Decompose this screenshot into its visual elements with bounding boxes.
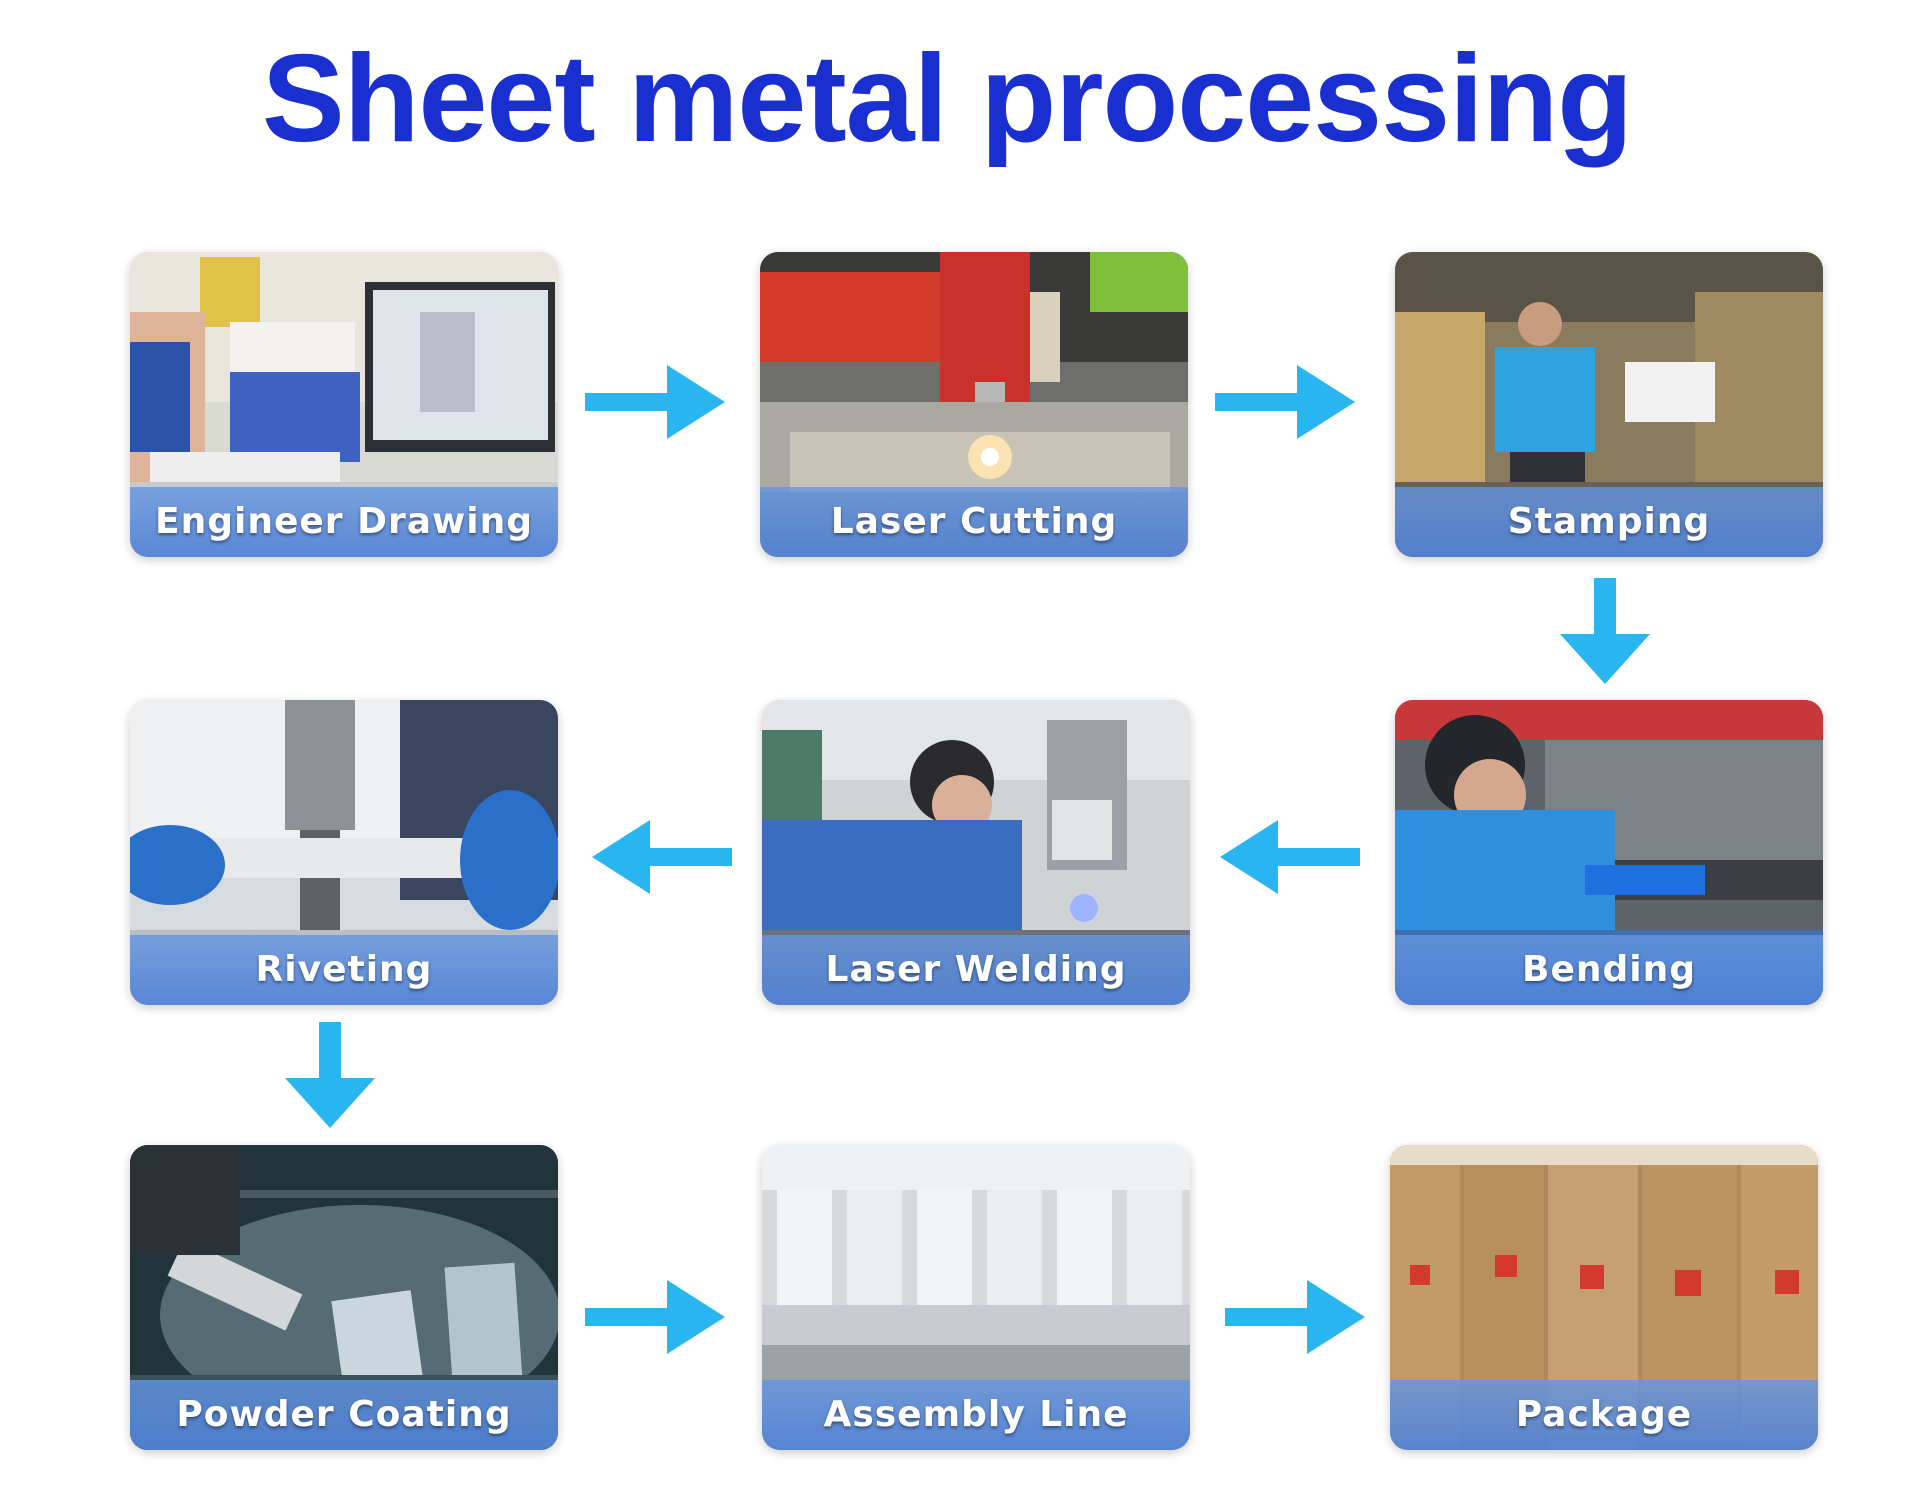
arrow-right-icon	[1215, 365, 1355, 439]
step-label: Laser Cutting	[830, 501, 1118, 542]
page-title: Sheet metal processing	[262, 30, 1633, 168]
caption-band	[1395, 487, 1823, 557]
step-label: Bending	[1522, 949, 1696, 990]
arrow-down-icon	[1560, 578, 1650, 684]
laser-welding-photo	[762, 700, 1190, 1005]
step-powder-coating: Powder Coating	[130, 1145, 558, 1450]
arrow-left-icon	[1220, 820, 1360, 894]
step-label: Stamping	[1507, 501, 1711, 542]
step-bending: Bending	[1395, 700, 1823, 1005]
step-engineer-drawing: Engineer Drawing	[130, 252, 558, 557]
step-label: Riveting	[255, 949, 433, 990]
caption-band	[762, 1380, 1190, 1450]
caption-band	[130, 935, 558, 1005]
step-laser-cutting: Laser Cutting	[760, 252, 1188, 557]
caption-band	[760, 487, 1188, 557]
caption-band	[130, 1380, 558, 1450]
engineer-drawing-photo	[130, 252, 558, 557]
caption-band	[1395, 935, 1823, 1005]
caption-band	[762, 935, 1190, 1005]
step-stamping: Stamping	[1395, 252, 1823, 557]
arrow-right-icon	[585, 365, 725, 439]
arrow-right-icon	[585, 1280, 725, 1354]
step-label: Powder Coating	[176, 1394, 512, 1435]
caption-band	[130, 487, 558, 557]
caption-band	[1390, 1380, 1818, 1450]
step-package: Package	[1390, 1145, 1818, 1450]
arrow-left-icon	[592, 820, 732, 894]
step-riveting: Riveting	[130, 700, 558, 1005]
step-label: Laser Welding	[825, 949, 1127, 990]
step-label: Assembly Line	[823, 1394, 1129, 1435]
step-laser-welding: Laser Welding	[762, 700, 1190, 1005]
step-label: Engineer Drawing	[154, 501, 533, 542]
step-label: Package	[1515, 1394, 1693, 1435]
step-assembly-line: Assembly Line	[762, 1145, 1190, 1450]
arrow-right-icon	[1225, 1280, 1365, 1354]
arrow-down-icon	[285, 1022, 375, 1128]
assembly-line-photo	[762, 1145, 1190, 1450]
riveting-photo	[130, 700, 558, 1005]
package-photo	[1390, 1145, 1818, 1450]
